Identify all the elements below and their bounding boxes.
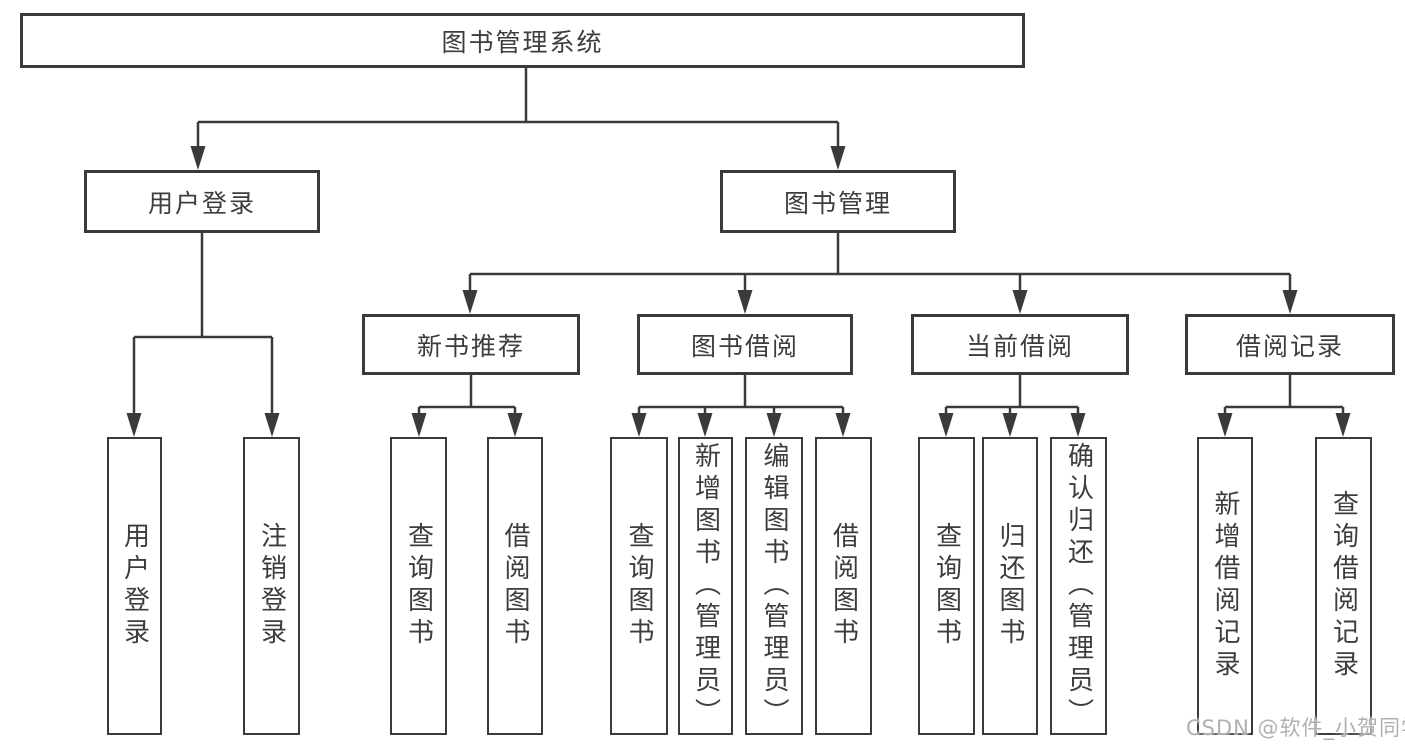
arrowhead (938, 413, 954, 437)
connector-current-borrow-to-leaves (938, 375, 1086, 437)
leaf-label: 查询图书 (403, 522, 434, 650)
leaf-query-book: 查询图书 (610, 437, 668, 735)
node-label: 借阅记录 (1235, 331, 1344, 361)
arrowhead (766, 413, 782, 437)
arrowhead (462, 290, 478, 314)
leaf-label: 用户登录 (119, 522, 150, 650)
node-current-borrow: 当前借阅 (911, 314, 1129, 375)
leaf-label: 查询借阅记录 (1328, 490, 1359, 682)
arrowhead (190, 146, 206, 170)
node-label: 图书借阅 (690, 331, 799, 361)
leaf-label: 借阅图书 (828, 522, 859, 650)
node-label: 当前借阅 (965, 331, 1074, 361)
leaf-label: 查询图书 (931, 522, 962, 650)
leaf-label: 确认归还（管理员） (1063, 442, 1094, 730)
node-label: 图书管理系统 (441, 27, 604, 57)
leaf-borrow-book: 借阅图书 (815, 437, 872, 735)
node-book-management: 图书管理 (720, 170, 956, 233)
arrowhead (737, 290, 753, 314)
connector-root-to-level2 (190, 68, 846, 170)
leaf-label: 归还图书 (995, 522, 1025, 650)
leaf-user-login: 用户登录 (107, 437, 162, 735)
leaf-query-borrow-record: 查询借阅记录 (1315, 437, 1372, 735)
arrowhead (1070, 413, 1086, 437)
leaf-label: 编辑图书（管理员） (759, 442, 789, 730)
leaf-label: 新增图书（管理员） (690, 442, 721, 730)
node-label: 图书管理 (783, 188, 892, 218)
leaf-edit-book-admin: 编辑图书（管理员） (745, 437, 803, 735)
leaf-label: 注销登录 (256, 522, 287, 650)
csdn-watermark: CSDN @软件_小贺同学 (1186, 716, 1405, 740)
leaf-query-book: 查询图书 (390, 437, 447, 735)
node-borrow-records: 借阅记录 (1185, 314, 1395, 375)
arrowhead (507, 413, 523, 437)
connector-user-login-to-leaves (126, 233, 280, 437)
arrowhead (835, 413, 851, 437)
leaf-logout: 注销登录 (243, 437, 300, 735)
node-label: 新书推荐 (416, 331, 525, 361)
arrowhead (411, 413, 427, 437)
arrowhead (1282, 290, 1298, 314)
leaf-return-book: 归还图书 (982, 437, 1038, 735)
arrowhead (1012, 290, 1028, 314)
node-book-borrow: 图书借阅 (637, 314, 853, 375)
leaf-confirm-return-admin: 确认归还（管理员） (1050, 437, 1107, 735)
leaf-label: 新增借阅记录 (1210, 490, 1240, 682)
arrowhead (1217, 413, 1233, 437)
leaf-query-book: 查询图书 (918, 437, 975, 735)
node-library-system: 图书管理系统 (20, 13, 1025, 68)
arrowhead (830, 146, 846, 170)
node-user-login: 用户登录 (84, 170, 320, 233)
connector-new-book-to-leaves (411, 375, 523, 437)
connector-book-mgmt-to-level3 (462, 233, 1298, 314)
arrowhead (631, 413, 647, 437)
leaf-borrow-book: 借阅图书 (487, 437, 543, 735)
leaf-add-book-admin: 新增图书（管理员） (678, 437, 733, 735)
arrowhead (126, 413, 142, 437)
arrowhead (1335, 413, 1351, 437)
leaf-label: 借阅图书 (500, 522, 530, 650)
arrowhead (264, 413, 280, 437)
node-label: 用户登录 (147, 188, 256, 218)
connector-borrow-records-to-leaves (1217, 375, 1351, 437)
connector-book-borrow-to-leaves (631, 375, 851, 437)
node-new-book-recommend: 新书推荐 (362, 314, 580, 375)
leaf-add-borrow-record: 新增借阅记录 (1197, 437, 1253, 735)
leaf-label: 查询图书 (624, 522, 654, 650)
arrowhead (1002, 413, 1018, 437)
arrowhead (697, 413, 713, 437)
